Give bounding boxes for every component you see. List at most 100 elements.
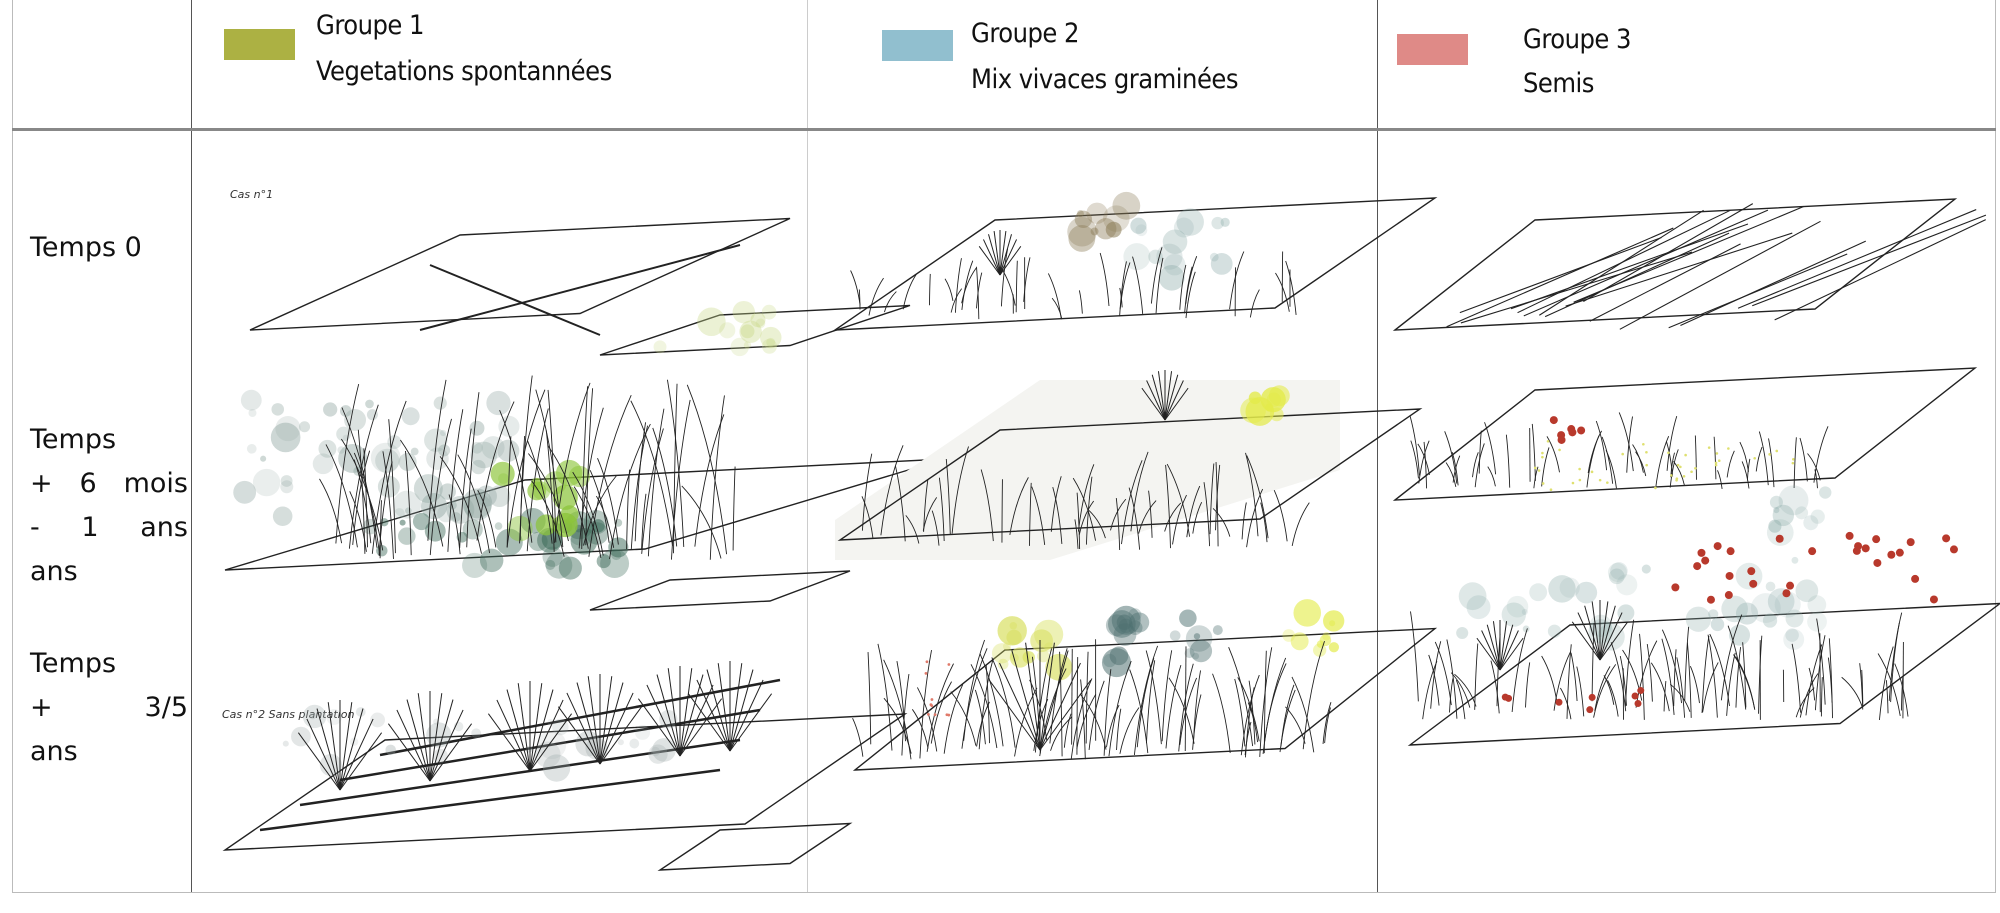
- vegetation-blob: [1130, 217, 1147, 234]
- seed-dot: [1598, 478, 1602, 482]
- shrub-stroke: [396, 709, 431, 782]
- shrub-stroke: [1584, 605, 1601, 661]
- grass-stroke: [1472, 452, 1479, 478]
- grass-stroke: [363, 448, 368, 548]
- grass-stroke: [666, 379, 685, 547]
- seed-dot: [1541, 451, 1544, 455]
- grass-stroke: [1130, 451, 1149, 532]
- vegetation-blob: [495, 528, 523, 556]
- vegetation-blob: [1521, 608, 1528, 615]
- grass-stroke: [1444, 431, 1458, 484]
- vegetation-blob: [1209, 252, 1219, 262]
- vegetation-blob: [1185, 625, 1213, 652]
- grass-stroke: [1234, 678, 1246, 747]
- shrub-stroke: [729, 669, 754, 752]
- group-3-subtitle: Semis: [1523, 68, 1594, 99]
- grass-stroke: [880, 445, 904, 536]
- shrub-stroke: [316, 708, 341, 791]
- flower-dot: [1854, 542, 1863, 551]
- vegetation-blob: [1112, 191, 1141, 220]
- vegetation-blob: [1086, 202, 1108, 224]
- vegetation-blob: [410, 447, 419, 456]
- grass-stroke: [1758, 635, 1763, 714]
- grass-stroke: [572, 471, 604, 556]
- shrub-stroke: [1141, 387, 1166, 421]
- grass-stroke: [1900, 677, 1904, 711]
- grass-stroke: [341, 407, 378, 548]
- planting-row: [259, 768, 721, 832]
- grass-stroke: [1009, 477, 1029, 536]
- grass-stroke: [1165, 464, 1171, 549]
- shrub-stroke: [982, 239, 1001, 276]
- vegetation-blob: [545, 559, 556, 570]
- vegetation-blob: [600, 549, 630, 578]
- vegetation-blob: [1803, 515, 1819, 531]
- flower-dot: [1549, 416, 1558, 425]
- grass-stroke: [378, 461, 393, 556]
- grass-stroke: [1487, 466, 1496, 487]
- grass-stroke: [954, 258, 962, 313]
- vegetation-blob: [1819, 486, 1832, 499]
- grass-stroke: [448, 494, 461, 555]
- flower-dot: [1631, 692, 1639, 700]
- vegetation-blob: [1135, 224, 1148, 237]
- grass-stroke: [588, 394, 632, 557]
- grass-stroke: [1192, 501, 1203, 534]
- grass-stroke: [1088, 510, 1106, 539]
- vegetation-blob: [730, 337, 749, 357]
- vegetation-blob: [233, 480, 257, 504]
- grass-stroke: [1417, 443, 1430, 475]
- flower-dot: [1568, 428, 1577, 437]
- shrub-stroke: [1025, 642, 1041, 751]
- grass-stroke: [630, 400, 673, 546]
- grass-stroke: [1029, 482, 1032, 546]
- sketch-note-cas-1: Cas n°1: [230, 188, 273, 201]
- vegetation-blob: [760, 326, 782, 349]
- grass-stroke: [1511, 628, 1528, 713]
- grass-stroke: [1646, 643, 1653, 702]
- seed-dot: [1791, 461, 1795, 465]
- vegetation-blob: [761, 304, 777, 320]
- grass-stroke: [630, 425, 649, 550]
- flower-dot: [1586, 706, 1594, 714]
- vegetation-blob: [542, 754, 571, 782]
- vegetation-blob: [471, 459, 486, 475]
- vegetation-blob: [252, 468, 281, 497]
- vegetation-blob: [1220, 217, 1230, 227]
- vegetation-blob: [497, 439, 520, 462]
- grass-stroke: [554, 382, 591, 543]
- grass-stroke: [1259, 647, 1273, 757]
- vegetation-blob: [1118, 618, 1134, 633]
- grass-stroke: [1285, 260, 1297, 316]
- grass-stroke: [950, 288, 963, 313]
- grass-stroke: [1861, 669, 1864, 707]
- flower-dot: [1501, 693, 1509, 701]
- flower-dot: [947, 663, 951, 666]
- vegetation-blob: [323, 402, 338, 417]
- vegetation-blob: [697, 307, 726, 337]
- grass-stroke: [1302, 640, 1325, 750]
- vegetation-blob: [1010, 653, 1019, 662]
- flower-dot: [924, 672, 928, 675]
- vegetation-blob: [1290, 632, 1309, 651]
- flower-dot: [1775, 534, 1784, 543]
- grass-stroke: [1890, 622, 1900, 703]
- grass-stroke: [1888, 612, 1903, 701]
- bed-outline: [1392, 198, 1958, 331]
- vegetation-blob: [1768, 519, 1782, 533]
- flower-dot: [1588, 693, 1596, 701]
- vegetation-blob: [1322, 632, 1331, 641]
- shrub-stroke: [1486, 624, 1501, 671]
- flower-dot: [1749, 579, 1758, 588]
- seed-dot: [1714, 461, 1718, 465]
- grass-stroke: [1076, 657, 1079, 755]
- vegetation-blob: [1728, 624, 1751, 646]
- grass-stroke: [1619, 655, 1627, 706]
- grass-stroke: [709, 395, 725, 560]
- vegetation-blob: [1163, 253, 1186, 276]
- grass-stroke: [1639, 633, 1645, 720]
- grass-stroke: [850, 270, 861, 306]
- vegetation-blob: [1778, 485, 1809, 516]
- grass-stroke: [1541, 655, 1558, 702]
